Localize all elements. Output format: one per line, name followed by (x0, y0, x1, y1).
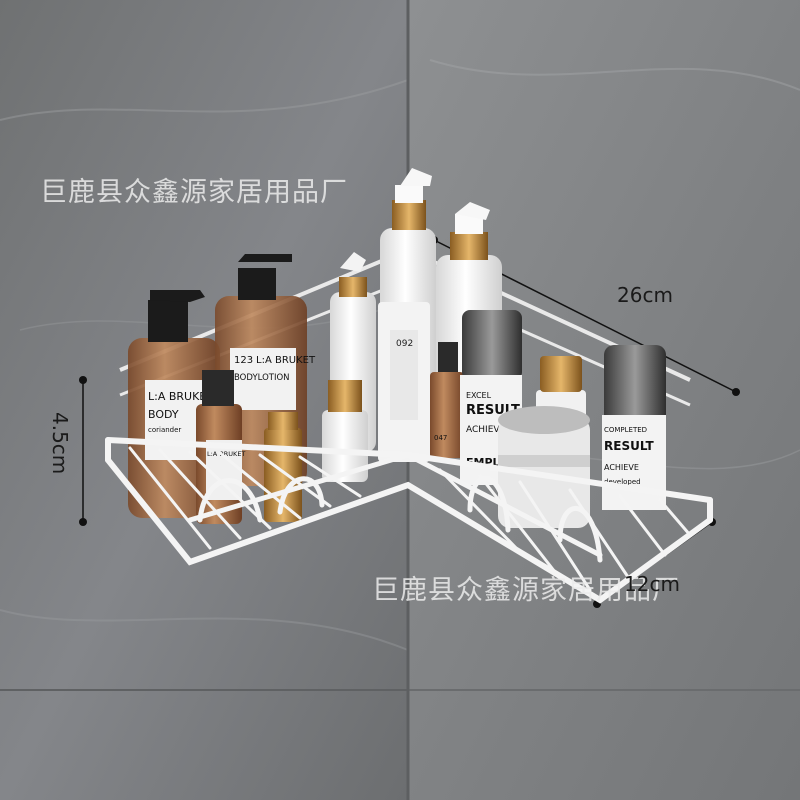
corner-shelf-rack (105, 437, 713, 604)
svg-text:123: 123 (234, 355, 253, 366)
watermark-top: 巨鹿县众鑫源家居用品厂 (40, 177, 348, 208)
depth-label: 12cm (624, 572, 680, 596)
svg-text:coriander: coriander (148, 426, 181, 434)
watermark-bottom: 巨鹿县众鑫源家居用品厂 (372, 575, 680, 606)
svg-text:ACHIEVE: ACHIEVE (604, 463, 639, 472)
dropper-bottle-middle: 047 (430, 342, 464, 458)
svg-text:developed: developed (604, 478, 641, 486)
width-label: 26cm (617, 283, 673, 307)
white-gold-bottle (322, 380, 368, 482)
height-label: 4.5cm (48, 412, 72, 475)
svg-text:ACHIEVE: ACHIEVE (466, 425, 506, 435)
svg-text:092: 092 (396, 339, 413, 349)
svg-text:RESULT: RESULT (604, 439, 654, 453)
svg-text:L:A BRUKET: L:A BRUKET (207, 450, 245, 458)
svg-text:COMPLETED: COMPLETED (604, 426, 647, 434)
svg-text:BODYLOTION: BODYLOTION (234, 373, 290, 383)
svg-text:047: 047 (434, 434, 447, 442)
white-tube: 092 (378, 302, 430, 462)
svg-text:L:A BRUKET: L:A BRUKET (148, 390, 213, 403)
svg-text:L:A BRUKET: L:A BRUKET (256, 355, 316, 366)
dimension-line-height (79, 376, 87, 526)
svg-text:EXCEL: EXCEL (466, 391, 492, 400)
serum-bottle-right: COMPLETED RESULT ACHIEVE developed (602, 345, 666, 510)
svg-text:BODY: BODY (148, 408, 179, 421)
